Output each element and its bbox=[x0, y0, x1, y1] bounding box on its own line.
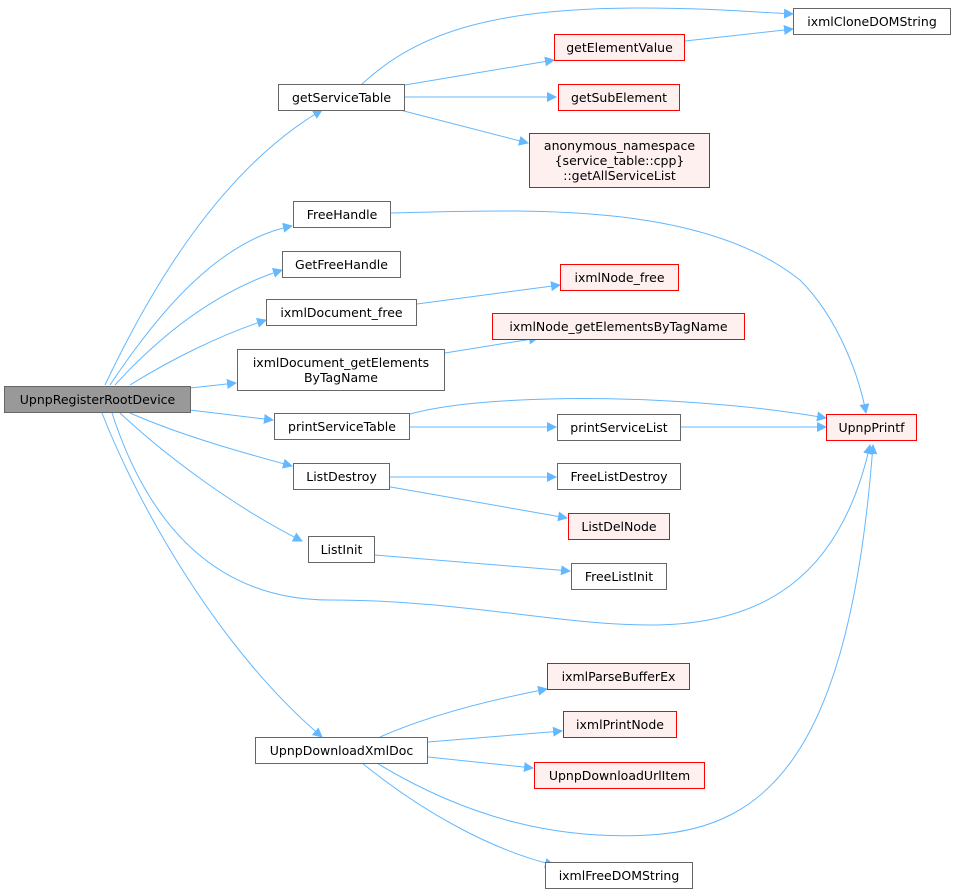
edge-root-ListDestroy bbox=[129, 412, 293, 469]
edge-ixmlDocument_free-ixmlNode_free bbox=[416, 281, 561, 305]
edge-printServiceTable-UpnpPrintf bbox=[409, 398, 827, 422]
edge-root-UpnpPrintf bbox=[111, 412, 873, 626]
node-root-UpnpRegisterRootDevice: UpnpRegisterRootDevice bbox=[4, 386, 191, 413]
node-UpnpDownloadXmlDoc[interactable]: UpnpDownloadXmlDoc bbox=[255, 737, 428, 764]
node-ListDestroy[interactable]: ListDestroy bbox=[293, 463, 390, 490]
edge-ListInit-FreeListInit bbox=[374, 554, 571, 576]
edge-root-ixmlDocument_getElementsByTagName bbox=[189, 379, 237, 389]
node-printServiceList[interactable]: printServiceList bbox=[557, 414, 681, 441]
node-UpnpPrintf[interactable]: UpnpPrintf bbox=[826, 414, 917, 441]
edge-ListDestroy-ListDelNode bbox=[384, 485, 568, 522]
edge-root-ListInit bbox=[119, 412, 303, 542]
node-ixmlPrintNode[interactable]: ixmlPrintNode bbox=[563, 711, 677, 738]
edge-UpnpDownloadXmlDoc-ixmlPrintNode bbox=[427, 726, 563, 743]
node-GetFreeHandle[interactable]: GetFreeHandle bbox=[282, 251, 401, 278]
edge-UpnpDownloadXmlDoc-ixmlParseBufferEx bbox=[379, 685, 548, 738]
node-ixmlNode_getElementsByTagName[interactable]: ixmlNode_getElementsByTagName bbox=[492, 313, 745, 340]
node-ixmlCloneDOMString[interactable]: ixmlCloneDOMString bbox=[793, 8, 951, 35]
node-FreeListInit[interactable]: FreeListInit bbox=[571, 563, 667, 590]
edge-UpnpDownloadXmlDoc-UpnpPrintf bbox=[374, 444, 878, 837]
node-ListInit[interactable]: ListInit bbox=[308, 536, 375, 563]
edge-getElementValue-ixmlCloneDOMString bbox=[684, 25, 794, 42]
edge-root-FreeHandle bbox=[109, 222, 293, 386]
node-ixmlDocument_getElementsByTagName[interactable]: ixmlDocument_getElements ByTagName bbox=[237, 349, 445, 391]
edge-UpnpDownloadXmlDoc-ixmlFreeDOMString bbox=[361, 762, 555, 868]
node-getElementValue[interactable]: getElementValue bbox=[554, 34, 685, 61]
node-ixmlNode_free[interactable]: ixmlNode_free bbox=[560, 264, 679, 291]
edge-root-getServiceTable bbox=[104, 109, 323, 386]
edge-getServiceTable-getElementValue bbox=[404, 56, 555, 86]
node-ixmlFreeDOMString[interactable]: ixmlFreeDOMString bbox=[545, 862, 693, 889]
edge-root-GetFreeHandle bbox=[114, 268, 283, 386]
node-FreeListDestroy[interactable]: FreeListDestroy bbox=[557, 463, 681, 490]
node-ixmlParseBufferEx[interactable]: ixmlParseBufferEx bbox=[547, 663, 690, 690]
edge-getServiceTable-getAllServiceList bbox=[399, 109, 529, 146]
node-getSubElement[interactable]: getSubElement bbox=[558, 84, 680, 111]
edge-ixmlDocument_getElements-ixmlNode_getElementsByTagName bbox=[444, 334, 539, 354]
node-FreeHandle[interactable]: FreeHandle bbox=[293, 201, 391, 228]
node-ixmlDocument_free[interactable]: ixmlDocument_free bbox=[266, 299, 417, 326]
node-getAllServiceList[interactable]: anonymous_namespace {service_table::cpp}… bbox=[529, 133, 710, 188]
node-getServiceTable[interactable]: getServiceTable bbox=[278, 84, 405, 111]
node-ListDelNode[interactable]: ListDelNode bbox=[568, 513, 670, 540]
edge-getServiceTable-ixmlCloneDOMString bbox=[361, 7, 794, 85]
edge-root-UpnpDownloadXmlDoc bbox=[101, 412, 323, 738]
edge-root-ixmlDocument_free bbox=[129, 318, 267, 386]
node-printServiceTable[interactable]: printServiceTable bbox=[274, 413, 410, 440]
node-UpnpDownloadUrlItem[interactable]: UpnpDownloadUrlItem bbox=[534, 762, 705, 789]
edge-root-printServiceTable bbox=[189, 409, 274, 424]
edge-FreeHandle-UpnpPrintf bbox=[390, 210, 870, 414]
edge-UpnpDownloadXmlDoc-UpnpDownloadUrlItem bbox=[427, 756, 534, 773]
